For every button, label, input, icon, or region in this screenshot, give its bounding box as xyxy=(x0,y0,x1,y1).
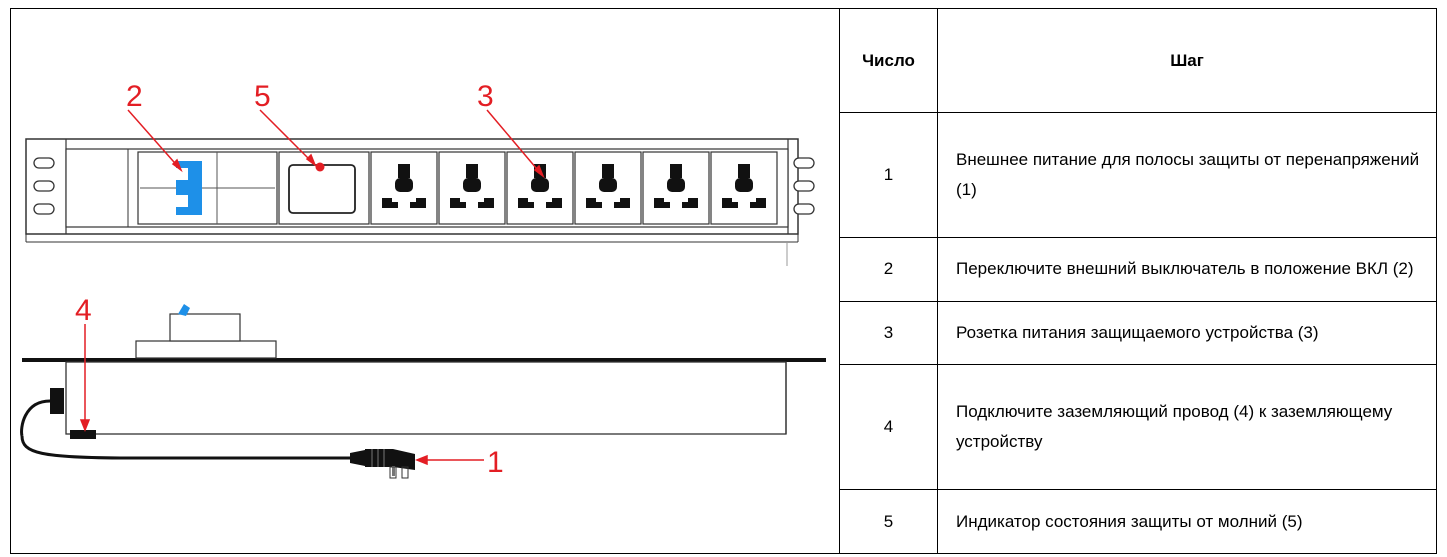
step-number: 5 xyxy=(839,489,938,554)
outlet-row xyxy=(370,151,778,225)
pdu-front-view xyxy=(25,138,815,266)
step-number: 2 xyxy=(839,237,938,302)
step-description: Индикатор состояния защиты от молний (5) xyxy=(937,489,1437,554)
callout-label-1: 1 xyxy=(487,446,504,479)
callout-label-3: 3 xyxy=(477,80,494,113)
step-description: Подключите заземляющий провод (4) к зазе… xyxy=(937,364,1437,491)
pdu-side-view xyxy=(20,304,826,479)
table-row: 1 Внешнее питание для полосы защиты от п… xyxy=(839,111,1437,239)
pdu-illustration: 2 5 3 4 1 xyxy=(20,80,826,479)
callout-label-4: 4 xyxy=(75,294,92,327)
step-number: 4 xyxy=(839,364,938,491)
ground-terminal xyxy=(70,430,96,439)
column-header-number: Число xyxy=(839,8,938,113)
table-row: 4 Подключите заземляющий провод (4) к за… xyxy=(839,364,1437,491)
power-outlet-3 xyxy=(506,151,574,225)
power-outlet-4 xyxy=(574,151,642,225)
step-number: 3 xyxy=(839,300,938,366)
power-outlet-1 xyxy=(370,151,438,225)
power-outlet-5 xyxy=(642,151,710,225)
power-outlet-2 xyxy=(438,151,506,225)
page-frame xyxy=(10,8,1437,554)
step-description: Внешнее питание для полосы защиты от пер… xyxy=(937,111,1437,239)
breaker-switch xyxy=(137,151,278,225)
step-number: 1 xyxy=(839,111,938,239)
table-header-row: Число Шаг xyxy=(839,8,1437,113)
callout-lines xyxy=(79,109,545,466)
step-description: Переключите внешний выключатель в положе… xyxy=(937,237,1437,302)
callout-label-2: 2 xyxy=(126,80,143,113)
power-outlet-6 xyxy=(710,151,778,225)
power-plug xyxy=(350,449,415,479)
callout-label-5: 5 xyxy=(254,80,271,113)
table-row: 5 Индикатор состояния защиты от молний (… xyxy=(839,489,1437,554)
steps-table: Число Шаг 1 Внешнее питание для полосы з… xyxy=(839,8,1437,554)
pdu-diagram: 2 5 3 4 1 xyxy=(10,8,839,554)
column-header-step: Шаг xyxy=(937,8,1437,113)
table-row: 3 Розетка питания защищаемого устройства… xyxy=(839,300,1437,366)
table-row: 2 Переключите внешний выключатель в поло… xyxy=(839,237,1437,302)
status-indicator xyxy=(278,151,370,225)
step-description: Розетка питания защищаемого устройства (… xyxy=(937,300,1437,366)
